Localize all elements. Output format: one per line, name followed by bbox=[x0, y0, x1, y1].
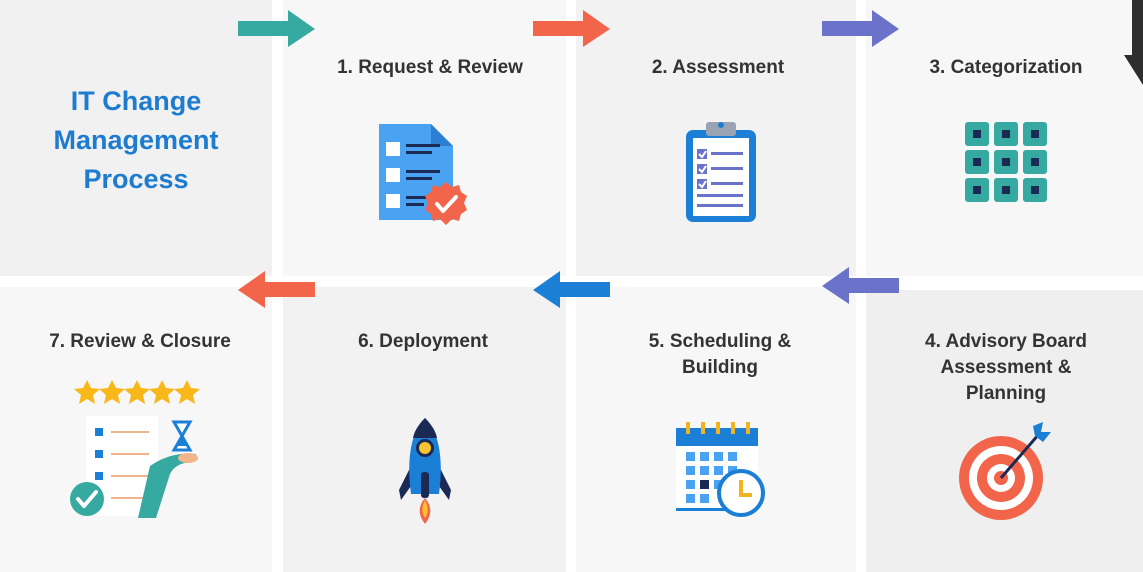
grid-icon bbox=[965, 122, 1047, 202]
step-5-title: 5. Scheduling & Building bbox=[580, 329, 860, 381]
step-title-line: Assessment & bbox=[940, 357, 1072, 378]
page-title-line: Process bbox=[83, 164, 189, 194]
left-arrow-icon bbox=[822, 267, 899, 304]
step-title-line: 7. Review & Closure bbox=[49, 331, 231, 352]
step-4-panel bbox=[866, 290, 1143, 572]
checklist-document-icon bbox=[379, 124, 467, 225]
calendar-clock-icon bbox=[676, 422, 765, 517]
step-title-line: 6. Deployment bbox=[358, 331, 488, 352]
step-title-line: Building bbox=[682, 357, 758, 378]
down-arrow-icon bbox=[1124, 0, 1143, 85]
step-title-line: 4. Advisory Board bbox=[925, 331, 1087, 352]
step-title-line: 5. Scheduling & bbox=[648, 331, 792, 352]
step-3-title: 3. Categorization bbox=[866, 55, 1143, 81]
rocket-icon bbox=[399, 418, 451, 524]
step-title-line: 2. Assessment bbox=[651, 57, 785, 78]
step-title-line: 1. Request & Review bbox=[337, 57, 523, 78]
step-title-line: 3. Categorization bbox=[929, 57, 1083, 78]
page-title: IT Change Management Process bbox=[0, 82, 272, 199]
page-title-line: IT Change bbox=[70, 86, 202, 116]
right-arrow-icon bbox=[533, 10, 610, 47]
left-arrow-icon bbox=[238, 271, 315, 308]
step-1-title: 1. Request & Review bbox=[290, 55, 570, 81]
step-2-title: 2. Assessment bbox=[578, 55, 858, 81]
clipboard-icon bbox=[686, 122, 756, 222]
step-6-title: 6. Deployment bbox=[283, 329, 563, 355]
right-arrow-icon bbox=[238, 10, 315, 47]
target-icon bbox=[959, 422, 1051, 520]
title-panel bbox=[0, 0, 272, 276]
page-title-line: Management bbox=[53, 125, 219, 155]
right-arrow-icon bbox=[822, 10, 899, 47]
review-stars-icon bbox=[70, 380, 200, 518]
step-4-title: 4. Advisory Board Assessment & Planning bbox=[866, 329, 1143, 407]
step-7-title: 7. Review & Closure bbox=[0, 329, 280, 355]
left-arrow-icon bbox=[533, 271, 610, 308]
step-title-line: Planning bbox=[965, 383, 1047, 404]
